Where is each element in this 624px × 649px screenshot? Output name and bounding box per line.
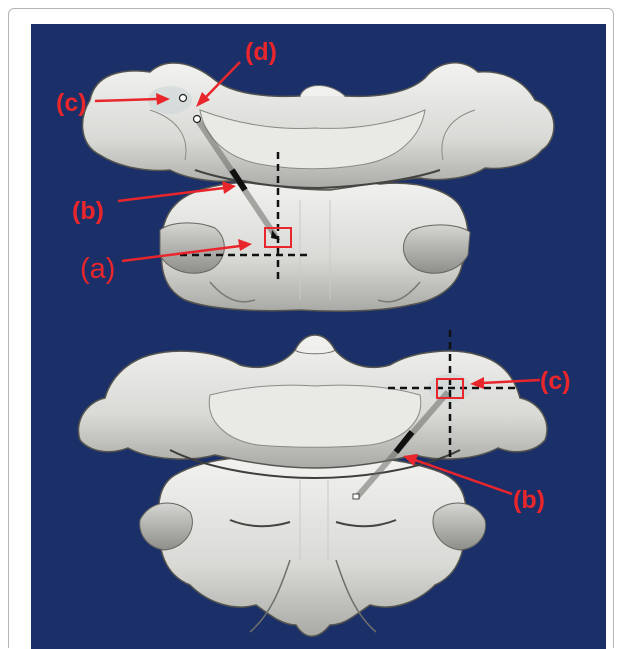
top-entry-point-d — [194, 116, 201, 123]
label-bottom-b: (b) — [513, 486, 545, 514]
label-top-b: (b) — [72, 197, 104, 225]
top-entry-point-c — [180, 95, 187, 102]
label-top-d: (d) — [245, 38, 277, 66]
bottom-vertebra-lower — [140, 456, 486, 636]
label-top-a: (a) — [80, 253, 115, 285]
label-bottom-c: (c) — [540, 367, 571, 395]
label-top-c: (c) — [56, 89, 87, 117]
bottom-vertebra-upper — [78, 335, 547, 478]
top-vertebra-upper — [83, 63, 554, 190]
top-vertebra-lower — [160, 178, 470, 311]
